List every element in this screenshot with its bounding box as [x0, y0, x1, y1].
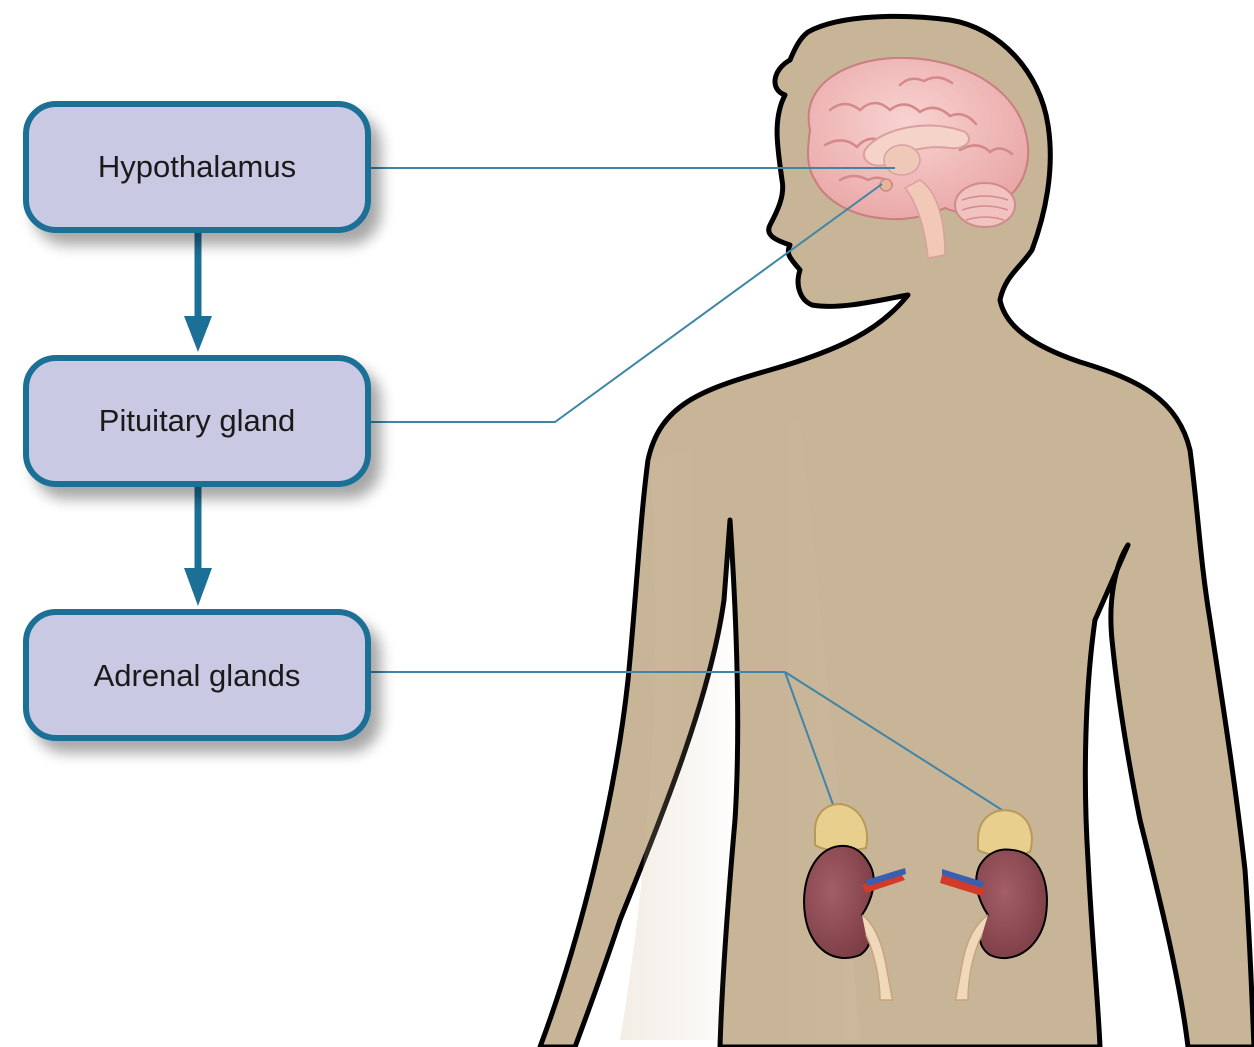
human-body-silhouette [537, 13, 1254, 1047]
down-arrow-icon [184, 486, 212, 606]
pituitary-leader-line [370, 183, 883, 423]
torso-shading [620, 420, 860, 1040]
cerebellum [954, 182, 1016, 228]
leader-lines [370, 167, 1003, 811]
adrenal-leader-line-left [784, 671, 836, 811]
adrenal-leader-line-right [784, 671, 1003, 811]
pituitary-box [23, 355, 371, 487]
kidneys [803, 803, 1048, 1001]
hypothalamus-label: Hypothalamus [98, 149, 296, 184]
pituitary-label: Pituitary gland [99, 403, 295, 438]
down-arrow-icon [184, 232, 212, 352]
flow-arrows [184, 232, 212, 606]
kidney-icon [940, 848, 1048, 1001]
adrenal-box [23, 609, 371, 741]
adrenal-label: Adrenal glands [94, 658, 301, 693]
kidney-icon [803, 844, 906, 1001]
hypothalamus-box [23, 101, 371, 233]
